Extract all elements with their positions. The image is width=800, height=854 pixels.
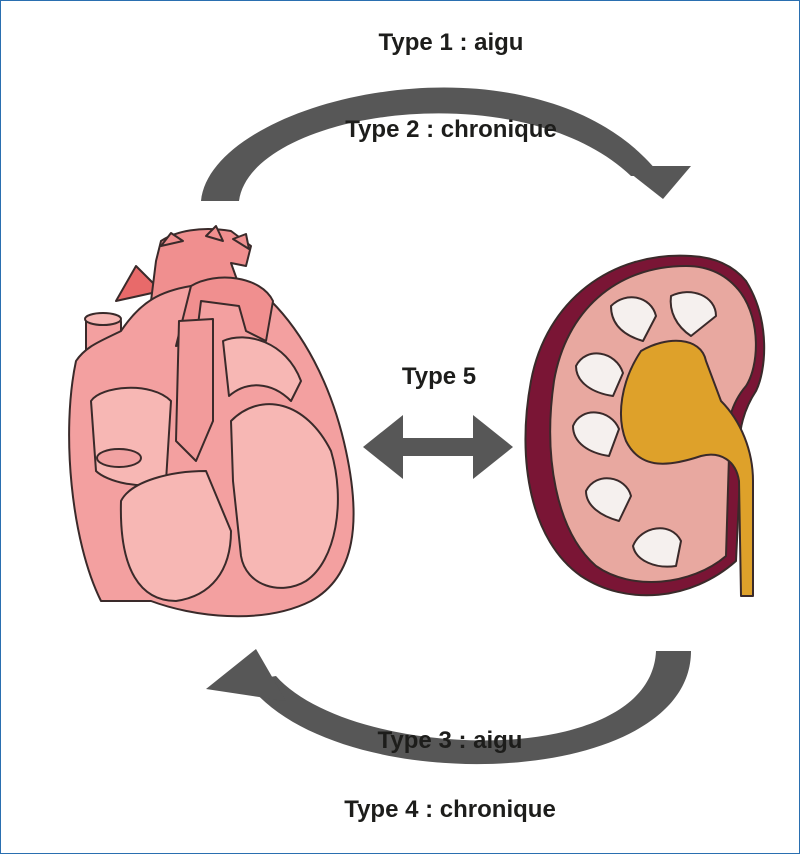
top-arrow <box>201 87 691 201</box>
bottom-arrow <box>206 649 691 765</box>
label-type4: Type 4 : chronique <box>344 796 556 823</box>
heart-illustration <box>68 225 355 618</box>
label-type3: Type 3 : aigu <box>377 727 523 754</box>
label-type2: Type 2 : chronique <box>345 116 557 143</box>
kidney-illustration <box>524 254 766 597</box>
label-type5: Type 5 <box>401 363 477 390</box>
label-type1: Type 1 : aigu <box>378 29 524 56</box>
double-arrow <box>363 415 513 479</box>
